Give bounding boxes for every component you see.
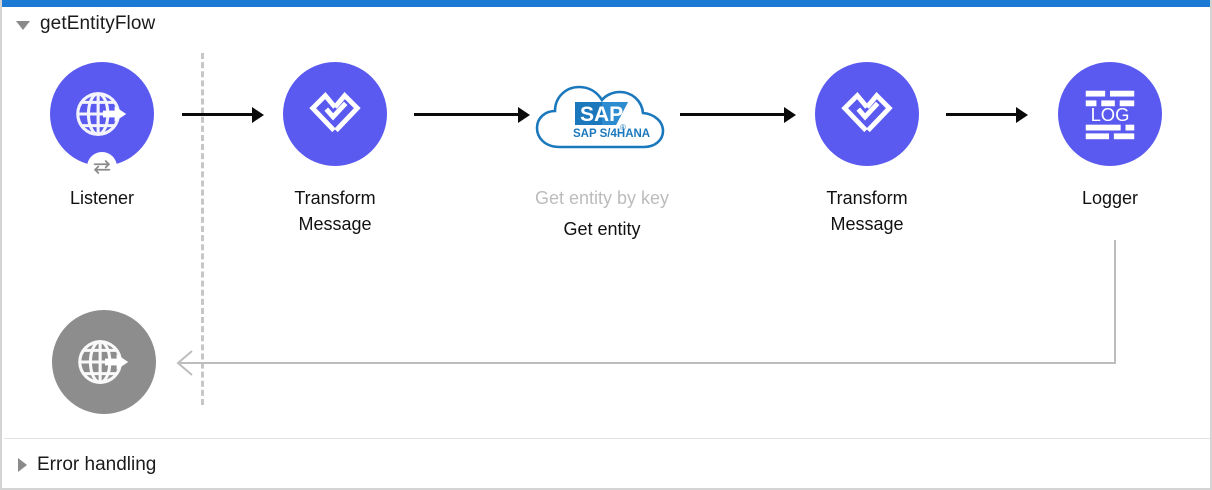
flow-header[interactable]: getEntityFlow (16, 11, 155, 37)
connector-transform1-to-sap-arrowhead (518, 107, 530, 123)
error-section-divider (4, 438, 1210, 439)
transform1-label: Transform Message (294, 188, 376, 234)
listener-label: Listener (69, 188, 135, 208)
transform2-node-circle[interactable] (815, 62, 919, 166)
connector-listener-to-transform1-arrowhead (252, 107, 264, 123)
svg-text:®: ® (620, 123, 626, 132)
window-accent-bar (2, 0, 1210, 7)
listener-node-circle[interactable] (50, 62, 154, 166)
return-path-vertical (1114, 240, 1116, 364)
return-path-horizontal (180, 362, 1116, 364)
logger-icon-text: LOG (1091, 104, 1130, 125)
globe-arrow-icon (76, 92, 127, 136)
sap-node-icon-wrap[interactable]: SAP ® SAP S/4HANA (532, 75, 672, 157)
sap-product-text: SAP S/4HANA (573, 128, 650, 140)
error-handling-header[interactable]: Error handling (18, 452, 156, 478)
globe-arrow-icon (78, 340, 129, 384)
log-lines-icon: LOG (1085, 90, 1135, 140)
response-node-circle[interactable] (52, 310, 156, 414)
connector-transform1-to-sap (414, 113, 518, 116)
dataweave-icon (841, 92, 893, 133)
logger-node-circle[interactable]: LOG (1058, 62, 1162, 166)
dataweave-icon (309, 92, 361, 133)
sap-node-sublabel: Get entity by key (534, 188, 670, 208)
connector-listener-to-transform1 (182, 113, 252, 116)
logger-label: Logger (1081, 188, 1139, 208)
connector-transform2-to-logger-arrowhead (1016, 107, 1028, 123)
flow-title: getEntityFlow (40, 13, 156, 34)
exchange-arrows-icon (93, 160, 111, 174)
return-path-arrowhead (176, 350, 193, 376)
listener-inbound-badge (87, 152, 117, 182)
sap-logo-text: SAP (580, 103, 623, 126)
sap-node-label: Get entity (563, 219, 641, 239)
transform1-node-circle[interactable] (283, 62, 387, 166)
connector-sap-to-transform2-arrowhead (784, 107, 796, 123)
triangle-down-icon[interactable] (16, 20, 30, 30)
connector-sap-to-transform2 (680, 113, 784, 116)
transform2-label: Transform Message (826, 188, 908, 234)
sap-s4hana-cloud-icon: SAP ® SAP S/4HANA (535, 85, 665, 149)
flow-source-divider (201, 53, 204, 405)
error-handling-title: Error handling (37, 454, 157, 475)
triangle-right-icon[interactable] (18, 458, 27, 472)
connector-transform2-to-logger (946, 113, 1016, 116)
